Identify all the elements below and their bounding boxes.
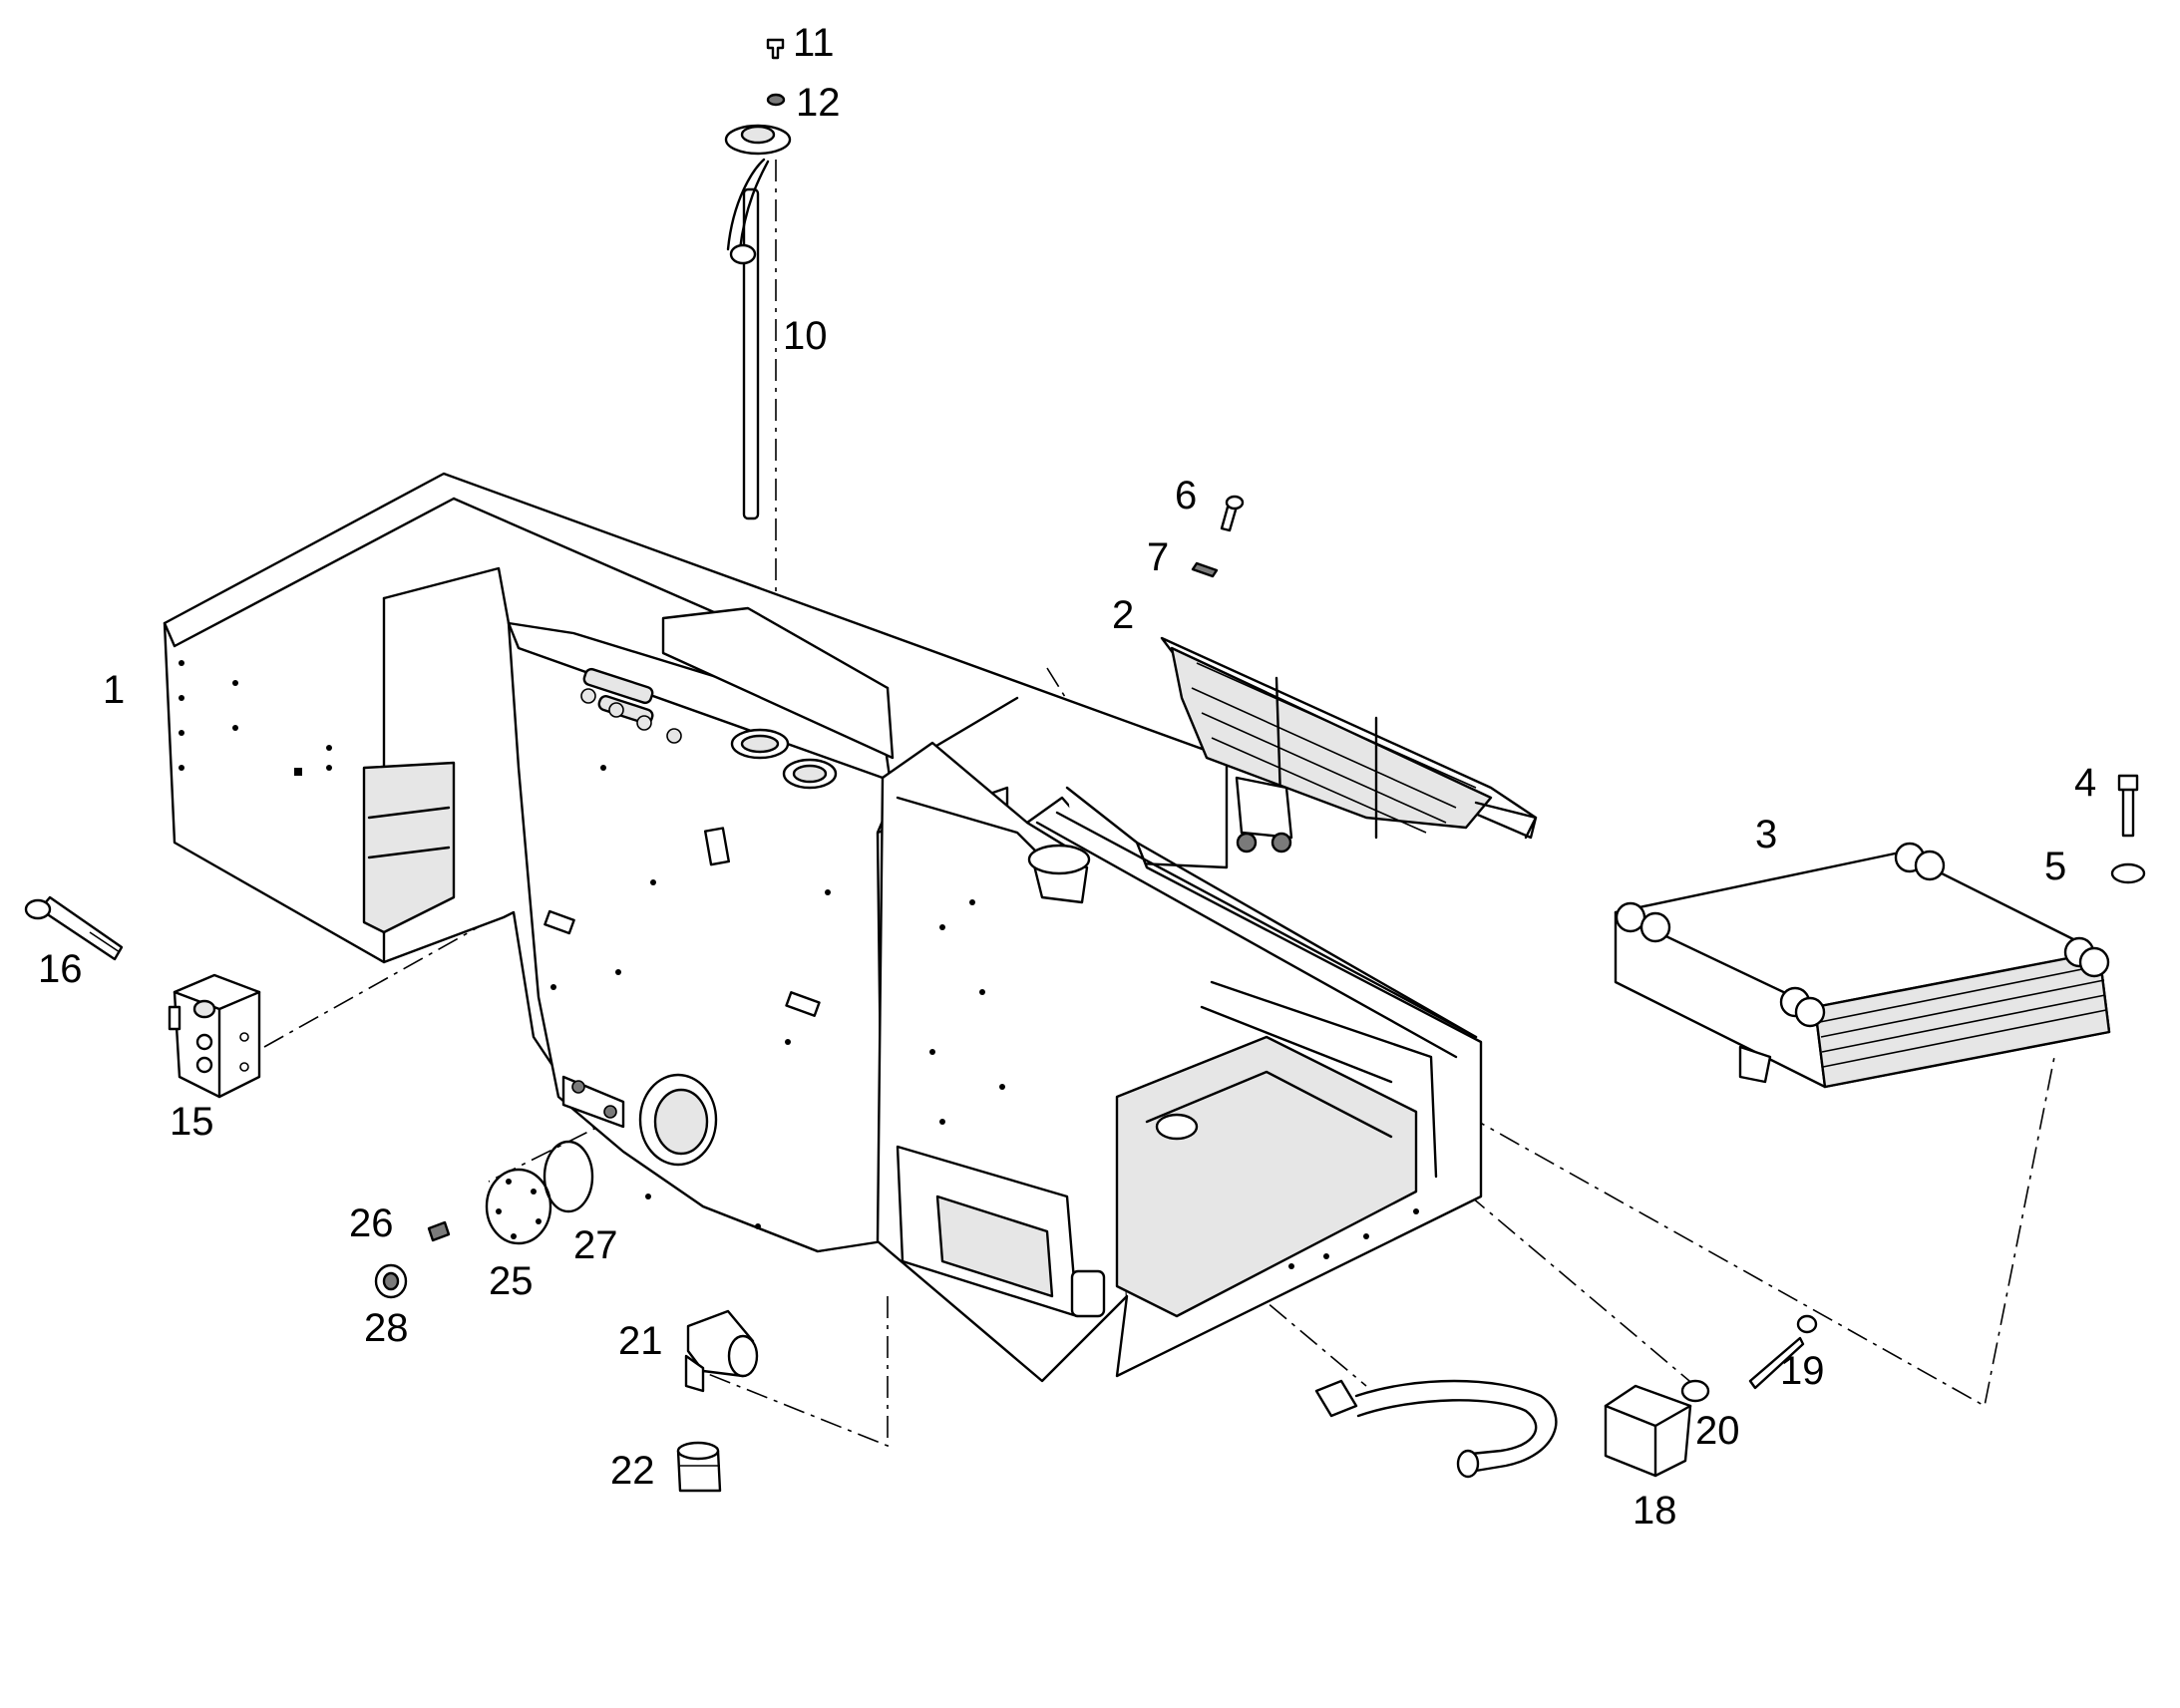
part-4-bolt <box>2117 774 2139 838</box>
callout-15: 15 <box>170 1100 214 1144</box>
callout-25: 25 <box>489 1259 534 1303</box>
hose-assembly <box>1314 1379 1558 1479</box>
part-19-bolt <box>1748 1314 1818 1390</box>
callout-1: 1 <box>103 668 125 712</box>
part-27-o-ring <box>543 1140 594 1213</box>
part-5-washer <box>2110 862 2146 884</box>
part-12-washer <box>766 93 786 107</box>
part-3-cooler <box>1614 842 2111 1089</box>
callout-4: 4 <box>2074 761 2096 805</box>
part-20-washer <box>1680 1379 1710 1403</box>
part-7-spacer <box>1191 561 1219 578</box>
part-2-fan-assembly <box>1160 636 1538 854</box>
callout-6: 6 <box>1175 474 1197 517</box>
part-1-frame-housing <box>163 472 1483 1383</box>
part-25-cover-plate <box>485 1168 552 1245</box>
frame-mounting-holes <box>179 660 332 776</box>
part-26-screw <box>427 1220 451 1242</box>
callout-22: 22 <box>610 1449 655 1493</box>
callout-21: 21 <box>618 1319 663 1363</box>
callout-16: 16 <box>38 947 83 991</box>
callout-3: 3 <box>1755 813 1777 856</box>
part-22-adapter <box>676 1441 722 1493</box>
part-18-cover-block <box>1604 1384 1692 1478</box>
callout-18: 18 <box>1633 1489 1677 1533</box>
part-6-bolt <box>1220 495 1245 532</box>
callout-10: 10 <box>783 314 828 358</box>
part-16-bolt <box>24 895 124 961</box>
part-11-screw <box>766 38 785 60</box>
part-28-plug <box>374 1263 408 1299</box>
callout-11: 11 <box>793 21 835 65</box>
callout-28: 28 <box>364 1306 409 1350</box>
callout-5: 5 <box>2044 845 2066 888</box>
part-21-elbow-fitting <box>684 1309 759 1393</box>
part-15-valve-block <box>168 973 261 1099</box>
callout-2: 2 <box>1112 593 1134 637</box>
callout-7: 7 <box>1147 535 1169 579</box>
tank-surface-holes <box>550 765 831 1229</box>
part-10-level-sender <box>724 124 792 520</box>
callout-26: 26 <box>349 1201 394 1245</box>
callout-20: 20 <box>1695 1409 1740 1453</box>
callout-12: 12 <box>796 81 841 125</box>
callout-labels: 1 2 3 4 5 6 7 10 11 12 15 16 18 19 20 21… <box>38 21 2096 1533</box>
callout-27: 27 <box>573 1223 618 1267</box>
callout-19: 19 <box>1780 1349 1825 1393</box>
